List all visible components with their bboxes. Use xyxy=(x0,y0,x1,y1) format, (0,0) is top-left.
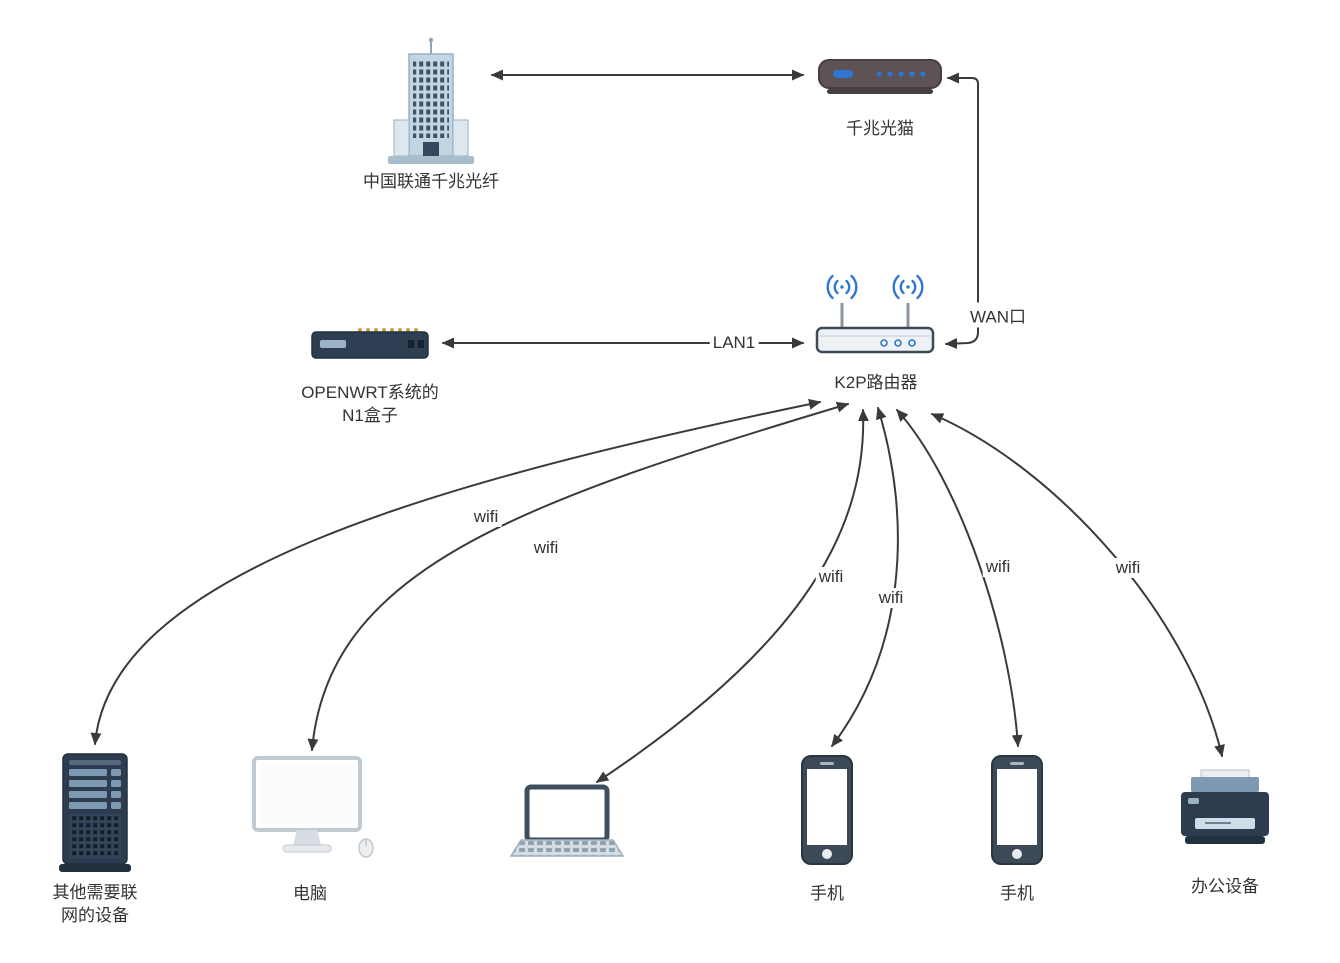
printer-svg xyxy=(1181,769,1269,844)
edge-label-wifi-laptop: wifi xyxy=(815,567,847,587)
network-box-svg xyxy=(311,328,429,359)
server-label-line2: 网的设备 xyxy=(61,906,129,925)
edge-wifi-pc xyxy=(307,401,850,752)
n1box-label-line2: N1盒子 xyxy=(342,406,398,425)
office-building-icon xyxy=(383,36,479,171)
edge-label-wifi-printer: wifi xyxy=(1112,558,1144,578)
server-tower-svg xyxy=(59,753,131,872)
edge-wifi-phone-right xyxy=(896,409,1023,748)
router-label: K2P路由器 xyxy=(834,373,918,392)
optical-modem-svg xyxy=(818,59,942,94)
wifi-router-svg xyxy=(815,274,935,354)
wifi-router-icon xyxy=(815,270,935,375)
printer-label: 办公设备 xyxy=(1191,877,1259,896)
pc-label: 电脑 xyxy=(293,884,327,903)
smartphone-icon xyxy=(988,754,1046,871)
isp-label: 中国联通千兆光纤 xyxy=(363,172,499,191)
printer-icon xyxy=(1177,768,1273,865)
office-building-svg xyxy=(388,37,474,164)
edge-wifi-printer xyxy=(930,413,1225,758)
edge-label-lan: LAN1 xyxy=(709,333,759,353)
laptop-icon xyxy=(509,784,625,867)
optical-modem-icon xyxy=(817,58,943,103)
edge-label-wan: WAN口 xyxy=(966,302,1030,328)
network-box-icon xyxy=(310,324,430,367)
phone-left-label: 手机 xyxy=(810,884,844,903)
server-tower-icon xyxy=(57,752,133,879)
server-label: 其他需要联 网的设备 xyxy=(53,881,138,927)
modem-label: 千兆光猫 xyxy=(846,119,914,138)
server-label-line1: 其他需要联 xyxy=(52,883,138,902)
desktop-computer-icon xyxy=(252,756,376,869)
edge-wifi-server xyxy=(90,398,822,746)
n1box-label-line1: OPENWRT系统的 xyxy=(301,383,439,402)
edge-label-wifi-server: wifi xyxy=(470,507,502,527)
desktop-computer-svg xyxy=(252,756,374,858)
edge-label-wifi-phone-left: wifi xyxy=(875,588,907,608)
wifi-signal-icon xyxy=(892,274,924,300)
laptop-svg xyxy=(509,784,625,857)
smartphone-svg xyxy=(801,755,853,865)
mouse-icon xyxy=(358,838,374,858)
edge-wifi-laptop xyxy=(595,408,869,783)
smartphone-icon xyxy=(798,754,856,871)
edge-label-wifi-phone-right: wifi xyxy=(982,557,1014,577)
wifi-signal-icon xyxy=(826,274,858,300)
phone-right-label: 手机 xyxy=(1000,884,1034,903)
edge-label-wifi-pc: wifi xyxy=(530,538,562,558)
smartphone-svg xyxy=(991,755,1043,865)
n1box-label: OPENWRT系统的 N1盒子 xyxy=(301,381,439,427)
